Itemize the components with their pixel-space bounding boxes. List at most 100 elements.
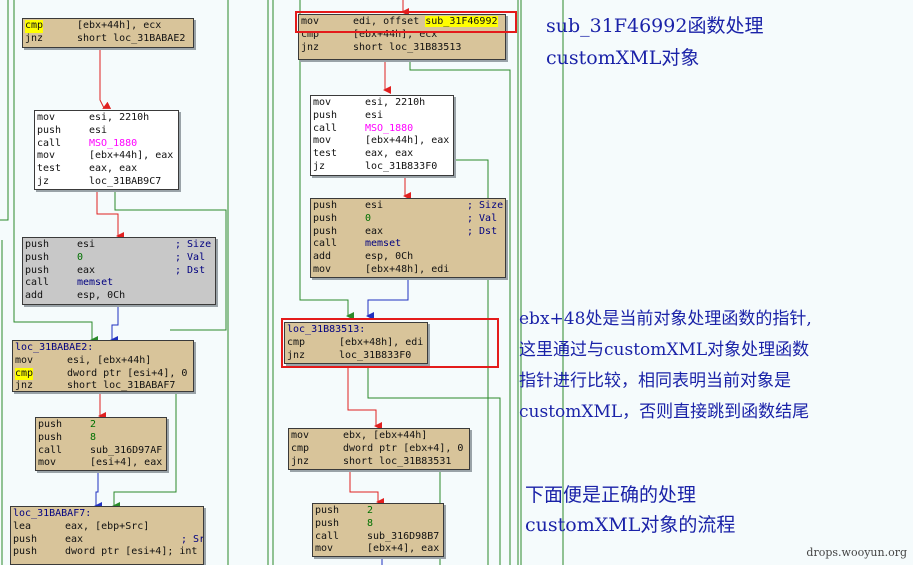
operand: [ebx+44h], eax <box>365 135 450 147</box>
operand: [ebx+44h], eax <box>89 150 174 162</box>
comment: ; Dst <box>175 264 206 276</box>
operand: 2 <box>90 419 97 430</box>
jump-target-link[interactable]: loc_31BAB9C7 <box>89 175 162 187</box>
block-label: loc_31BABAF7: <box>13 508 92 519</box>
mnemonic: call <box>313 238 338 250</box>
call-target-link[interactable]: MSO_1880 <box>365 122 414 134</box>
operand: [ebx+48h], edi <box>365 263 450 275</box>
operand: esi, [ebx+44h] <box>67 354 152 366</box>
annotation-2-line-2: 这里通过与customXML对象处理函数 <box>519 340 810 360</box>
mnemonic: jnz <box>287 349 306 361</box>
mnemonic: mov <box>37 112 56 123</box>
mnemonic: push <box>315 517 340 529</box>
operand: dword ptr [esi+4], 0 <box>67 367 188 379</box>
operand: eax <box>77 264 96 276</box>
call-target-link[interactable]: memset <box>77 277 114 289</box>
comment: ; Src <box>181 533 203 545</box>
mnemonic: jz <box>313 160 326 172</box>
operand: short loc_31BABAE2 <box>77 32 186 44</box>
operand: 8 <box>90 431 97 443</box>
mnemonic: mov <box>313 97 332 108</box>
operand: esi, 2210h <box>89 112 150 123</box>
annotation-1-line-1: sub_31F46992函数处理 <box>546 15 764 37</box>
mnemonic: test <box>313 148 338 160</box>
mnemonic: push <box>313 212 338 224</box>
annotation-3-line-1: 下面便是正确的处理 <box>525 484 697 506</box>
operand: eax, eax <box>365 148 414 160</box>
mnemonic: add <box>313 251 332 263</box>
jump-target-link[interactable]: loc_31B833F0 <box>365 160 438 172</box>
operand: eax <box>365 225 384 237</box>
mnemonic: jnz <box>301 41 320 53</box>
operand: [ebx+44h], ecx <box>77 20 162 31</box>
mnemonic: mov <box>313 263 332 275</box>
highlighted-function-name[interactable]: sub_31F46992 <box>425 16 498 27</box>
block-label: loc_31B83513: <box>287 324 366 335</box>
annotation-3-line-2: customXML对象的流程 <box>525 514 736 536</box>
jump-target-link[interactable]: short loc_31B83531 <box>343 455 452 467</box>
mnemonic: mov <box>37 150 56 162</box>
operand: eax <box>65 533 84 545</box>
operand: esi, 2210h <box>365 97 426 108</box>
mnemonic: jnz <box>291 455 310 467</box>
comment: ; Size <box>175 239 212 250</box>
mnemonic: push <box>313 225 338 237</box>
operand: dword ptr [ebx+4], 0 <box>343 442 464 454</box>
mnemonic: push <box>25 251 50 263</box>
watermark: drops.wooyun.org <box>806 546 907 559</box>
operand: [esi+4], eax <box>90 457 163 469</box>
mnemonic: push <box>315 505 340 516</box>
operand: 0 <box>77 251 84 263</box>
operand: ebx, [ebx+44h] <box>343 430 428 441</box>
mnemonic: mov <box>38 457 57 469</box>
jump-target-link[interactable]: loc_31B833F0 <box>339 349 412 361</box>
annotation-2-line-1: ebx+48处是当前对象处理函数的指针, <box>519 309 812 329</box>
operand: [ebx+44h], ecx <box>353 28 438 40</box>
mnemonic: push <box>25 239 50 250</box>
operand: 0 <box>365 212 372 224</box>
mnemonic: lea <box>13 520 32 532</box>
mnemonic: jnz <box>25 32 44 44</box>
mnemonic: cmp <box>291 442 310 454</box>
highlight-box-offset <box>295 11 517 33</box>
mnemonic: push <box>37 124 62 136</box>
mnemonic: push <box>313 109 338 121</box>
comment: ; Size <box>467 200 504 211</box>
mnemonic: test <box>37 163 62 175</box>
mnemonic: jnz <box>15 380 34 392</box>
block-label: loc_31BABAE2: <box>15 342 94 353</box>
operand: esp, 0Ch <box>365 251 414 263</box>
operand: [ebx+4], eax <box>367 543 440 555</box>
jump-target-link[interactable]: short loc_31B83513 <box>353 41 462 53</box>
mnemonic: cmp <box>15 367 34 381</box>
comment: ; Val <box>467 212 498 224</box>
operand: esi <box>365 109 384 121</box>
operand: dword ptr [esi+4]; int <box>65 546 198 558</box>
mnemonic: push <box>313 200 338 211</box>
operand: esp, 0Ch <box>77 290 126 302</box>
call-target-link[interactable]: MSO_1880 <box>89 137 138 149</box>
comment: ; Val <box>175 251 206 263</box>
mnemonic: push <box>25 264 50 276</box>
call-target-link[interactable]: memset <box>365 238 402 250</box>
call-target-link[interactable]: sub_316D97AF <box>90 444 163 456</box>
mnemonic: mov <box>315 543 334 555</box>
operand: 8 <box>367 517 374 529</box>
annotation-1-line-2: customXML对象 <box>546 47 700 69</box>
comment: ; Dst <box>467 225 498 237</box>
mnemonic: call <box>315 530 340 542</box>
operand: esi <box>77 239 96 250</box>
call-target-link[interactable]: sub_316D98B7 <box>367 530 440 542</box>
jump-target-link[interactable]: short loc_31BABAF7 <box>67 380 176 392</box>
